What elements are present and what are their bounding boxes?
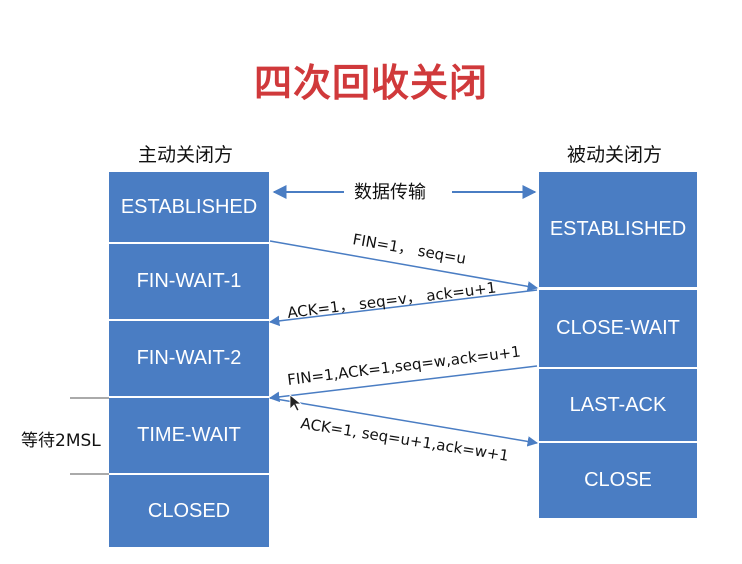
ack-arrow [268, 289, 538, 327]
ack-message: ACK=1， seq=v， ack=u+1 [286, 278, 497, 321]
active-state-closed: CLOSED [109, 475, 269, 547]
final-ack-arrow [269, 397, 539, 447]
final-ack-message: ACK=1, seq=u+1,ack=w+1 [299, 414, 510, 465]
data-transfer-label: 数据传输 [354, 182, 426, 203]
passive-state-close-wait: CLOSE-WAIT [539, 290, 697, 367]
active-state-fin-wait-2: FIN-WAIT-2 [109, 321, 269, 396]
cursor-icon [289, 394, 303, 412]
active-state-fin-wait-1: FIN-WAIT-1 [109, 244, 269, 319]
active-closer-label: 主动关闭方 [138, 144, 234, 166]
passive-state-last-ack: LAST-ACK [539, 369, 697, 441]
fin-arrow [269, 240, 539, 292]
active-state-time-wait: TIME-WAIT [109, 398, 269, 473]
fin-message: FIN=1， seq=u [351, 230, 467, 268]
fin-ack-arrow [268, 365, 538, 403]
passive-state-established: ESTABLISHED [539, 172, 697, 287]
passive-closer-label: 被动关闭方 [567, 144, 663, 166]
wait-2msl-note: 等待2MSL [21, 431, 101, 451]
active-state-established: ESTABLISHED [109, 172, 269, 242]
page-title: 四次回收关闭 [253, 61, 488, 105]
passive-state-close: CLOSE [539, 443, 697, 518]
